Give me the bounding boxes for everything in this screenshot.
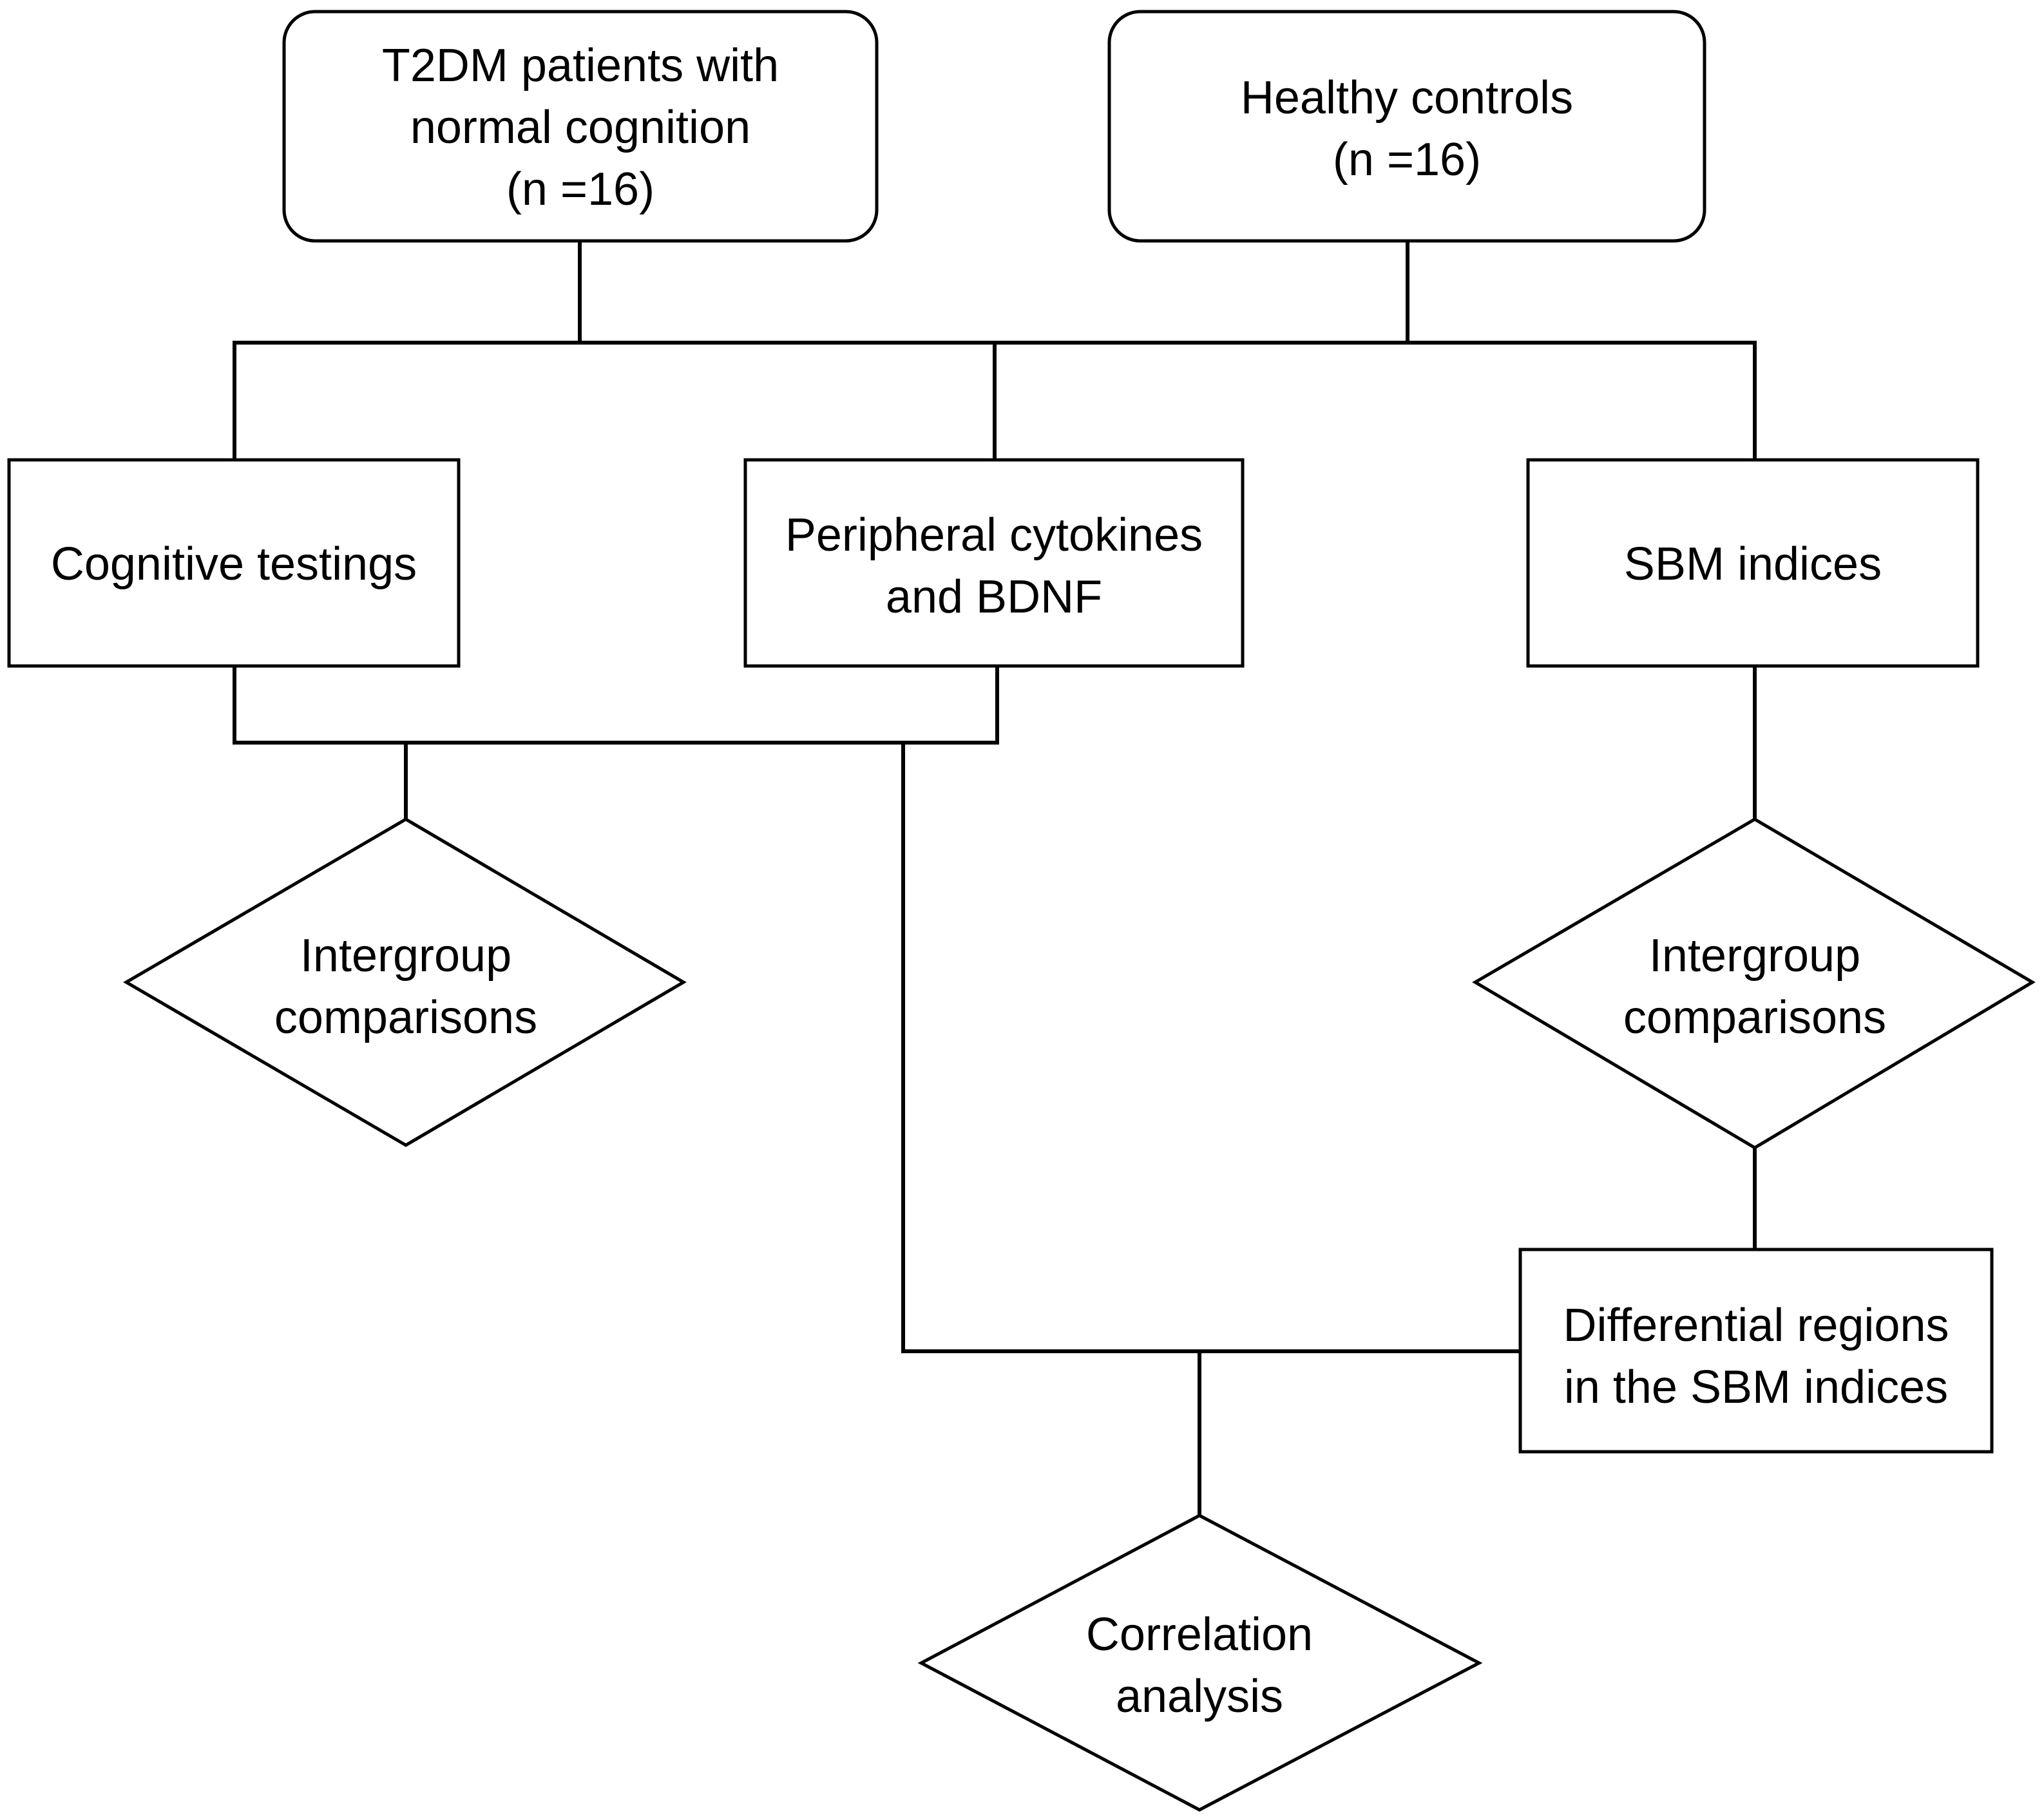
node-cognitive-testings: Cognitive testings	[7, 458, 461, 668]
t2dm-label-line-3: (n =16)	[506, 164, 654, 215]
sbm-label: SBM indices	[1624, 538, 1882, 590]
cytokines-label-line-1: Peripheral cytokines	[785, 509, 1203, 561]
intergroup-right-label-line-2: comparisons	[1623, 992, 1886, 1043]
intergroup-left-label-line-1: Intergroup	[300, 930, 511, 982]
intergroup-left-diamond	[123, 817, 687, 1147]
t2dm-label-line-1: T2DM patients with	[382, 40, 779, 91]
intergroup-left-label-line-2: comparisons	[274, 992, 537, 1043]
intergroup-right-diamond	[1472, 817, 2036, 1150]
node-healthy-controls: Healthy controls (n =16)	[1107, 10, 1706, 243]
t2dm-label-line-2: normal cognition	[410, 102, 750, 153]
connector-lower-bus	[233, 666, 999, 745]
intergroup-right-label-line-1: Intergroup	[1649, 930, 1860, 982]
node-sbm-indices: SBM indices	[1526, 458, 1980, 668]
node-intergroup-comparisons-left: Intergroup comparisons	[123, 817, 687, 1147]
cytokines-box	[743, 458, 1245, 668]
correlation-diamond	[917, 1514, 1483, 1812]
node-intergroup-comparisons-right: Intergroup comparisons	[1472, 817, 2036, 1150]
differential-box	[1518, 1248, 1994, 1454]
node-differential-regions: Differential regions in the SBM indices	[1518, 1248, 1994, 1454]
differential-label-line-2: in the SBM indices	[1564, 1362, 1948, 1413]
sbm-box	[1526, 458, 1980, 668]
node-t2dm-patients: T2DM patients with normal cognition (n =…	[282, 10, 879, 243]
controls-label-line-2: (n =16)	[1333, 134, 1481, 185]
t2dm-box	[282, 10, 879, 243]
node-peripheral-cytokines: Peripheral cytokines and BDNF	[743, 458, 1245, 668]
correlation-label-line-1: Correlation	[1086, 1609, 1313, 1660]
controls-box	[1107, 10, 1706, 243]
controls-label-line-1: Healthy controls	[1241, 72, 1573, 124]
cytokines-label-line-2: and BDNF	[886, 571, 1102, 623]
correlation-label-line-2: analysis	[1116, 1671, 1283, 1722]
cognitive-box	[7, 458, 461, 668]
node-correlation-analysis: Correlation analysis	[917, 1514, 1483, 1812]
cognitive-label: Cognitive testings	[51, 538, 417, 590]
connector-bus-to-correlation-path	[901, 741, 1522, 1353]
connectors	[233, 242, 1757, 1517]
differential-label-line-1: Differential regions	[1563, 1300, 1949, 1351]
